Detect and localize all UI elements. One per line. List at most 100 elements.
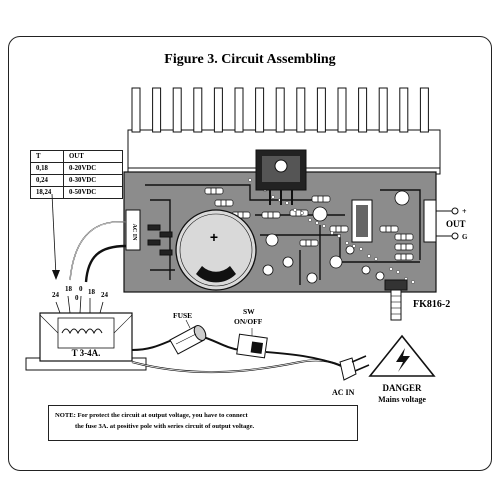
resistor: [204, 187, 224, 195]
small-component: [262, 264, 274, 276]
heatsink-fin: [419, 87, 429, 133]
rectifier-diode: [159, 231, 173, 238]
board-model-label: FK816-2: [413, 299, 450, 310]
solder-pad: [374, 257, 378, 261]
heatsink-fins: [131, 87, 429, 133]
solder-pad: [285, 201, 289, 205]
assembly-note: NOTE: For protect the circuit at output …: [48, 405, 358, 441]
resistor: [394, 243, 414, 251]
heatsink-fin: [275, 87, 285, 133]
output-label: OUT: [446, 219, 466, 229]
secondary-wires: [69, 221, 127, 283]
note-line-2: the fuse 3A. at positive pole with serie…: [75, 423, 255, 430]
output-ground-terminal: [451, 232, 459, 240]
transformer-label: T 3-4A.: [72, 348, 101, 358]
solder-pad: [315, 221, 319, 225]
transformer-winding: [61, 328, 103, 335]
pcb-trace: [380, 189, 421, 260]
heatsink-fin: [152, 87, 162, 133]
tap-label: 18: [88, 288, 96, 296]
switch-label-onoff: ON/OFF: [234, 317, 263, 326]
board-ac-in-marking: AC IN: [131, 224, 137, 242]
danger-warning: [368, 334, 436, 377]
transformer: [25, 312, 147, 371]
small-component: [329, 255, 343, 269]
potentiometer: [384, 279, 408, 321]
solder-pad: [248, 178, 252, 182]
tap-label: 0: [75, 294, 79, 302]
pcb-traces: [145, 178, 421, 285]
heatsink-fin: [213, 87, 223, 133]
switch-rocker: [250, 341, 264, 354]
solder-pad: [322, 224, 326, 228]
table-cell-out: 0-50VDC: [63, 186, 123, 199]
tap-label: 0: [79, 285, 83, 293]
heatsink-fin: [193, 87, 203, 133]
table-header-row: T OUT: [30, 150, 123, 163]
pcb-trace: [299, 225, 321, 285]
table-row: 18,24 0-50VDC: [30, 186, 123, 199]
heatsink-fin: [131, 87, 141, 133]
heatsink-fin: [255, 87, 265, 133]
small-component: [282, 256, 294, 268]
resistor: [394, 253, 414, 261]
power-transistor: [255, 149, 307, 205]
solder-pad: [330, 231, 334, 235]
resistor: [214, 199, 234, 207]
fuse-holder: [169, 325, 207, 355]
lightning-bolt-icon: [396, 348, 410, 372]
solder-pad: [359, 247, 363, 251]
mains-voltage-label: Mains voltage: [378, 395, 426, 404]
resistor: [299, 239, 319, 247]
note-line-1: NOTE: For protect the circuit at output …: [55, 412, 248, 419]
solder-pad: [367, 254, 371, 258]
heatsink-fin: [316, 87, 326, 133]
solder-pad: [411, 280, 415, 284]
resistor: [289, 209, 309, 217]
wire-light: [69, 221, 127, 281]
table-pointer-arrow: [51, 193, 60, 280]
rectifier-diode: [159, 249, 173, 256]
solder-pad: [271, 195, 275, 199]
output-plus-terminal: [451, 207, 459, 215]
heatsink-fin: [358, 87, 368, 133]
resistor: [394, 233, 414, 241]
rectifier-diode: [147, 224, 161, 231]
resistor: [311, 195, 331, 203]
ac-in-label: AC IN: [332, 388, 355, 397]
output-plus-label: +: [462, 207, 467, 216]
switch-label-sw: SW: [243, 307, 255, 316]
board-ac-terminal: [125, 209, 141, 251]
table-cell-t: 18,24: [30, 186, 64, 199]
solder-pad: [293, 208, 297, 212]
tap-label: 24: [52, 291, 60, 299]
danger-label: DANGER: [382, 383, 422, 393]
small-component: [394, 190, 410, 206]
filter-capacitor: [175, 209, 257, 291]
solder-pad: [352, 244, 356, 248]
diagram-frame: [8, 36, 492, 471]
small-component: [265, 233, 279, 247]
heatsink-fin: [172, 87, 182, 133]
figure-title: Figure 3. Circuit Assembling: [164, 52, 336, 67]
solder-pad: [396, 270, 400, 274]
output-ground-label: G: [462, 233, 468, 241]
transformer-taps: 24 18 0 0 18 24: [52, 285, 109, 314]
small-component: [306, 272, 318, 284]
output-connectors: + OUT G: [436, 207, 468, 241]
solder-pad: [300, 211, 304, 215]
pcb-trace: [145, 184, 320, 201]
small-component: [361, 265, 371, 275]
table-row: 0,24 0-30VDC: [30, 174, 123, 187]
pcb-trace: [260, 234, 420, 263]
resistor: [329, 225, 349, 233]
board-output-terminal: [423, 199, 437, 243]
heatsink-fin: [234, 87, 244, 133]
ac-plug: [339, 355, 370, 381]
small-component: [345, 245, 355, 255]
capacitor-polarity-band: [196, 266, 236, 283]
heatsink-fin: [378, 87, 388, 133]
power-switch: [236, 328, 268, 359]
resistor: [379, 225, 399, 233]
